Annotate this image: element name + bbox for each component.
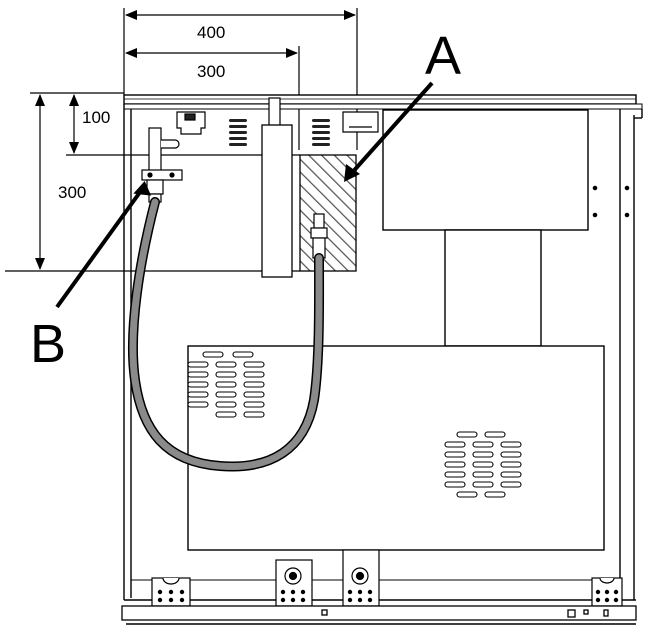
leader-lines (55, 81, 434, 309)
vent-slots-left (187, 351, 265, 418)
vent-slots-right (444, 431, 522, 498)
callout-letter-b: B (30, 314, 66, 374)
middle-block (444, 229, 542, 347)
dimension-300-width-label: 300 (197, 62, 225, 81)
inlet-fitting-b (141, 127, 183, 203)
arrowhead-a (344, 164, 360, 182)
callout-letter-a: A (425, 26, 461, 86)
base-plate (121, 605, 637, 625)
dimension-400-label: 400 (197, 23, 225, 42)
vertical-duct (261, 124, 293, 278)
lower-cover-plate (187, 345, 605, 551)
dimension-lines (5, 8, 358, 272)
dimension-100-label: 100 (82, 108, 110, 127)
arrowhead-b (133, 180, 152, 196)
bottom-feet (151, 549, 623, 607)
outlet-fitting (310, 213, 328, 259)
top-brackets (176, 97, 379, 146)
appliance-body (123, 94, 643, 601)
flexible-hose (127, 197, 325, 472)
upper-right-panel (382, 109, 589, 231)
dimension-300-height-label: 300 (58, 183, 86, 202)
